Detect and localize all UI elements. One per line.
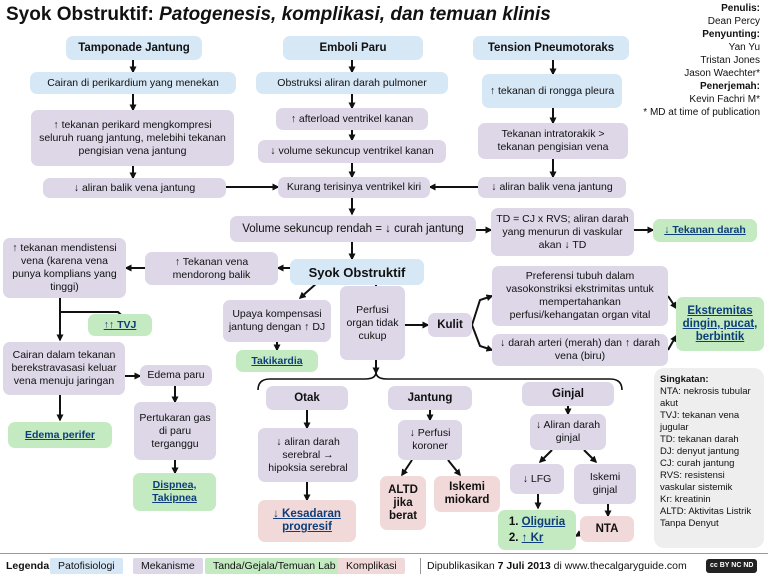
credits: Penulis: Dean Percy Penyunting: Yan Yu T… — [580, 2, 760, 119]
box-pertukaran-gas: Pertukaran gas di paru terganggu — [134, 402, 216, 460]
kesadaran-text: ↓ Kesadaran progresif — [273, 508, 341, 533]
box-nta: NTA — [580, 516, 634, 542]
legend-bar: Legenda: Patofisiologi Mekanisme Tanda/G… — [0, 553, 768, 577]
glossary-item: TD: tekanan darah — [660, 434, 739, 445]
box-ginjal: Ginjal — [522, 382, 614, 406]
legend-label: Legenda: — [6, 560, 53, 572]
box-td-formula: TD = CJ x RVS; aliran darah yang menurun… — [491, 208, 634, 256]
box-otak: Otak — [266, 386, 348, 410]
box-tekanan-pleura: ↑ tekanan di rongga pleura — [482, 74, 622, 108]
box-volume-ventrikel-kanan: ↓ volume sekuncup ventrikel kanan — [258, 140, 446, 163]
title-italic: Patogenesis, komplikasi, dan temuan klin… — [159, 4, 551, 25]
box-ekstremitas: Ekstremitas dingin, pucat, berbintik — [676, 297, 764, 351]
legend-tanda: Tanda/Gejala/Temuan Lab — [205, 558, 344, 574]
header-emboli: Emboli Paru — [283, 36, 423, 60]
oliguria-text: Oliguria — [521, 516, 566, 528]
publikasi-date: 7 Juli 2013 — [497, 560, 551, 572]
penyunting-2: Tristan Jones — [700, 55, 760, 66]
box-jantung: Jantung — [388, 386, 472, 410]
legend-publikasi: Dipublikasikan 7 Juli 2013 di www.thecal… — [420, 558, 695, 574]
box-takikardia: Takikardia — [236, 350, 318, 372]
box-tekanan-darah: ↓ Tekanan darah — [653, 219, 757, 242]
box-syok-obstruktif: Syok Obstruktif — [290, 259, 424, 285]
box-cairan-berekstravasasi: Cairan dalam tekanan berekstravasasi kel… — [3, 342, 125, 395]
publikasi-pre: Dipublikasikan — [427, 560, 495, 572]
box-kulit: Kulit — [428, 313, 472, 337]
num-2: 2. — [508, 532, 519, 544]
kr-text: ↑ Kr — [521, 532, 544, 544]
penulis: Dean Percy — [707, 16, 760, 27]
box-afterload: ↑ afterload ventrikel kanan — [276, 108, 428, 130]
penyunting-label: Penyunting: — [702, 29, 760, 40]
credits-note: * MD at time of publication — [643, 107, 760, 118]
glossary-title: Singkatan: — [660, 374, 709, 385]
box-tekanan-mendistensi: ↑ tekanan mendistensi vena (karena vena … — [3, 238, 126, 298]
penerjemah: Kevin Fachri M* — [689, 94, 760, 105]
box-edema-paru: Edema paru — [140, 365, 212, 386]
legend-patofisiologi: Patofisiologi — [50, 558, 123, 574]
license-badge: cc BY NC ND — [706, 559, 758, 573]
box-aliran-balik-tamponade: ↓ aliran balik vena jantung — [43, 178, 226, 198]
box-perfusi-organ: Perfusi organ tidak cukup — [340, 286, 405, 360]
box-tekanan-vena-mendorong: ↑ Tekanan vena mendorong balik — [145, 252, 278, 285]
glossary-item: DJ: denyut jantung — [660, 446, 740, 457]
box-cairan-perikardium: Cairan di perikardium yang menekan — [30, 72, 236, 94]
box-perfusi-koroner: ↓ Perfusi koroner — [398, 420, 462, 460]
box-kesadaran: ↓ Kesadaran progresif — [258, 500, 356, 542]
legend-komplikasi: Komplikasi — [338, 558, 405, 574]
glossary-item: RVS: resistensi vaskular sistemik — [660, 470, 733, 493]
box-obstruksi: Obstruksi aliran darah pulmoner — [256, 72, 448, 94]
box-iskemi-ginjal: Iskemi ginjal — [574, 464, 636, 504]
box-tekanan-intratorakik: Tekanan intratorakik > tekanan pengisian… — [478, 123, 628, 159]
header-tamponade: Tamponade Jantung — [66, 36, 202, 60]
glossary-item: TVJ: tekanan vena jugular — [660, 410, 740, 433]
glossary-item: Kr: kreatinin — [660, 494, 711, 505]
penyunting-1: Yan Yu — [728, 42, 760, 53]
box-aliran-serebral: ↓ aliran darah serebral → hipoksia sereb… — [258, 428, 358, 482]
box-edema-perifer: Edema perifer — [8, 422, 112, 448]
box-aliran-balik-tension: ↓ aliran balik vena jantung — [478, 177, 626, 198]
box-tekanan-perikard: ↑ tekanan perikard mengkompresi seluruh … — [31, 110, 234, 166]
box-iskemi-miokard: Iskemi miokard — [434, 476, 500, 512]
penulis-label: Penulis: — [721, 3, 760, 14]
box-volume-sekuncup: Volume sekuncup rendah = ↓ curah jantung — [230, 216, 476, 242]
box-darah-arteri: ↓ darah arteri (merah) dan ↑ darah vena … — [492, 334, 668, 366]
legend-mekanisme: Mekanisme — [133, 558, 203, 574]
box-altd: ALTD jika berat — [380, 476, 426, 530]
box-dispnea: Dispnea, Takipnea — [133, 473, 216, 511]
box-tvj: ↑↑ TVJ — [88, 314, 152, 336]
header-tension: Tension Pneumotoraks — [473, 36, 629, 60]
num-1: 1. — [508, 516, 519, 528]
glossary: Singkatan: NTA: nekrosis tubular akut TV… — [654, 368, 764, 548]
box-aliran-ginjal: ↓ Aliran darah ginjal — [530, 414, 606, 450]
title-plain: Syok Obstruktif: — [6, 4, 154, 25]
box-oliguria-kr: 1. Oliguria 2. ↑ Kr — [498, 510, 576, 550]
box-lfg: ↓ LFG — [510, 464, 564, 494]
publikasi-post: di www.thecalgaryguide.com — [553, 560, 687, 572]
glossary-item: CJ: curah jantung — [660, 458, 735, 469]
glossary-item: NTA: nekrosis tubular akut — [660, 386, 751, 409]
box-kurang-terisi: Kurang terisinya ventrikel kiri — [278, 177, 430, 198]
glossary-item: ALTD: Aktivitas Listrik Tanpa Denyut — [660, 506, 752, 529]
box-preferensi: Preferensi tubuh dalam vasokonstriksi ek… — [492, 266, 668, 326]
page-title: Syok Obstruktif: Patogenesis, komplikasi… — [6, 4, 551, 26]
penerjemah-label: Penerjemah: — [699, 81, 760, 92]
penyunting-3: Jason Waechter* — [684, 68, 760, 79]
box-upaya-kompensasi: Upaya kompensasi jantung dengan ↑ DJ — [223, 300, 331, 342]
